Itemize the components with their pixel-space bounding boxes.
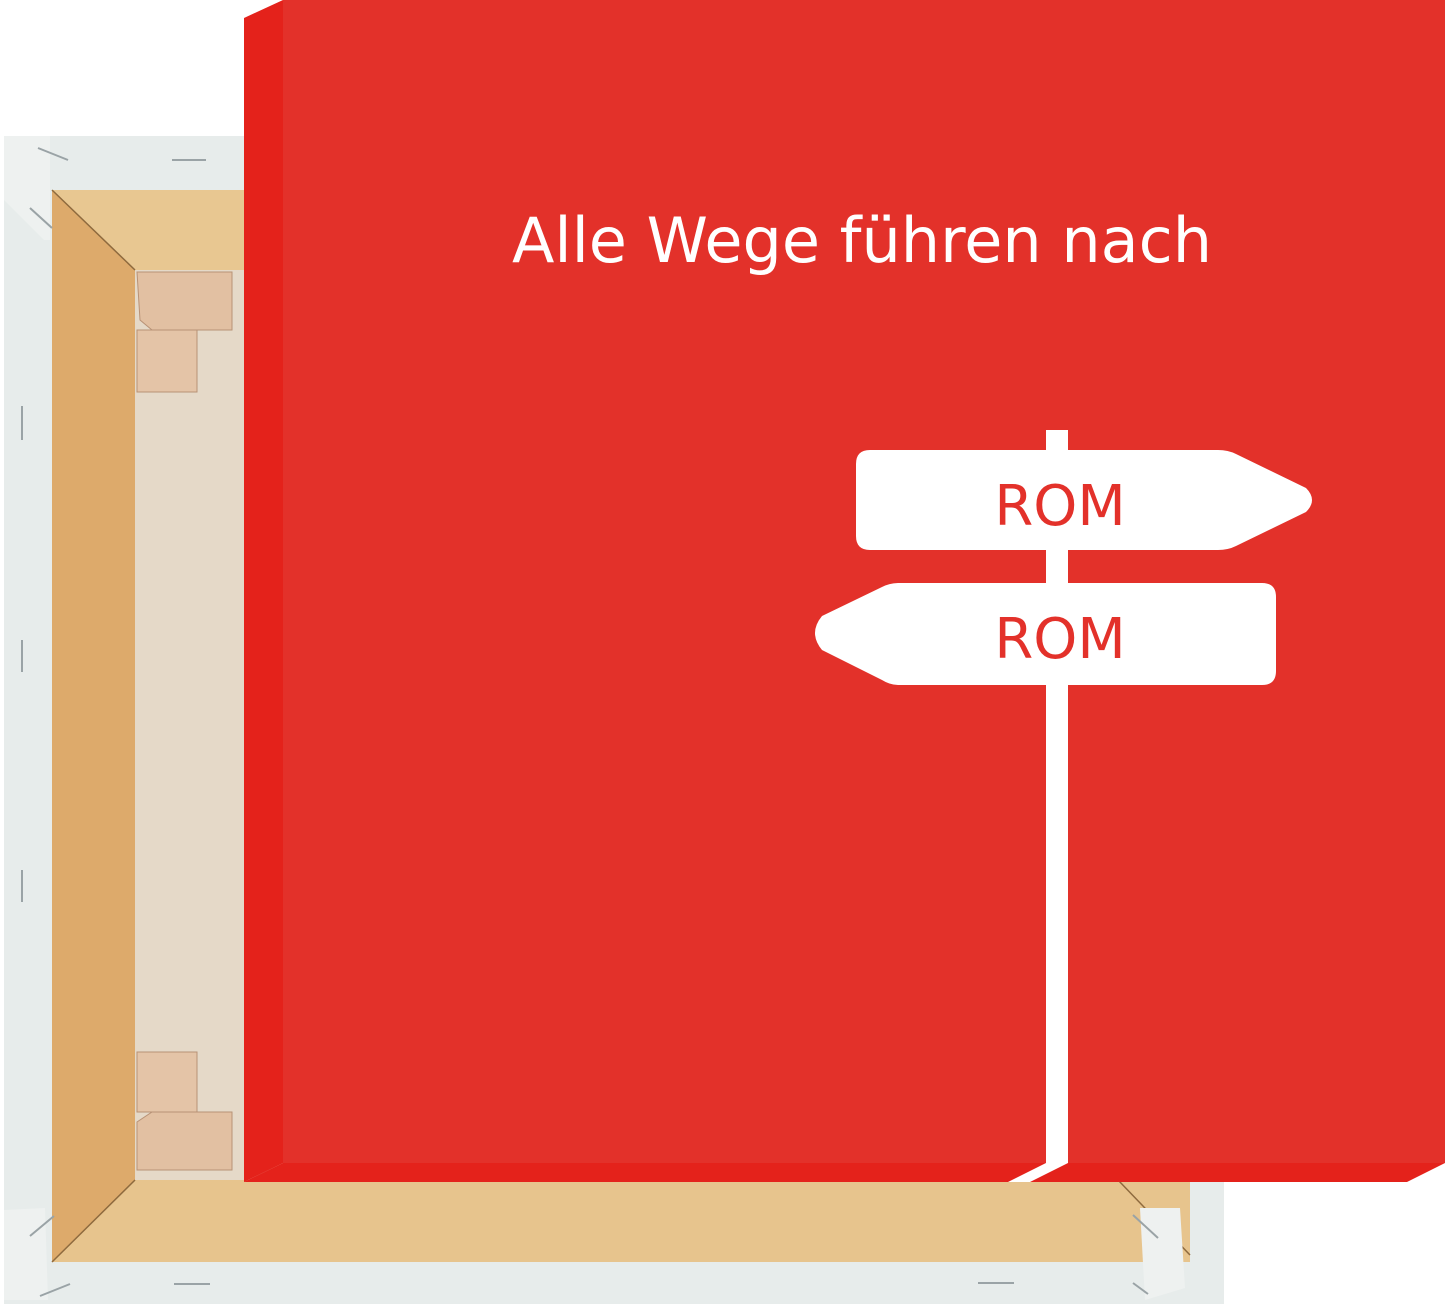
canvas-face bbox=[283, 0, 1445, 1163]
sign-left: ROM bbox=[815, 583, 1276, 685]
corner-fold-top-left bbox=[4, 136, 50, 240]
signpost-pole-edge bbox=[1008, 1163, 1068, 1182]
canvas-bottom-edge bbox=[244, 1163, 1445, 1182]
wedge-bottom bbox=[136, 1051, 233, 1171]
corner-fold-bottom-right bbox=[1140, 1208, 1185, 1300]
corner-fold-bottom-left bbox=[4, 1208, 48, 1300]
frame-left-bar bbox=[52, 190, 135, 1262]
frame-bottom-bar bbox=[52, 1180, 1190, 1262]
canvas-front: Alle Wege führen nach ROM ROM bbox=[244, 0, 1445, 1182]
sign-left-label: ROM bbox=[994, 607, 1125, 672]
headline-text: Alle Wege führen nach bbox=[512, 204, 1212, 277]
staples bbox=[21, 147, 1159, 1297]
sign-right: ROM bbox=[856, 450, 1312, 550]
sign-right-label: ROM bbox=[994, 474, 1125, 539]
canvas-left-edge bbox=[244, 0, 283, 1182]
wedge-top bbox=[136, 271, 233, 393]
